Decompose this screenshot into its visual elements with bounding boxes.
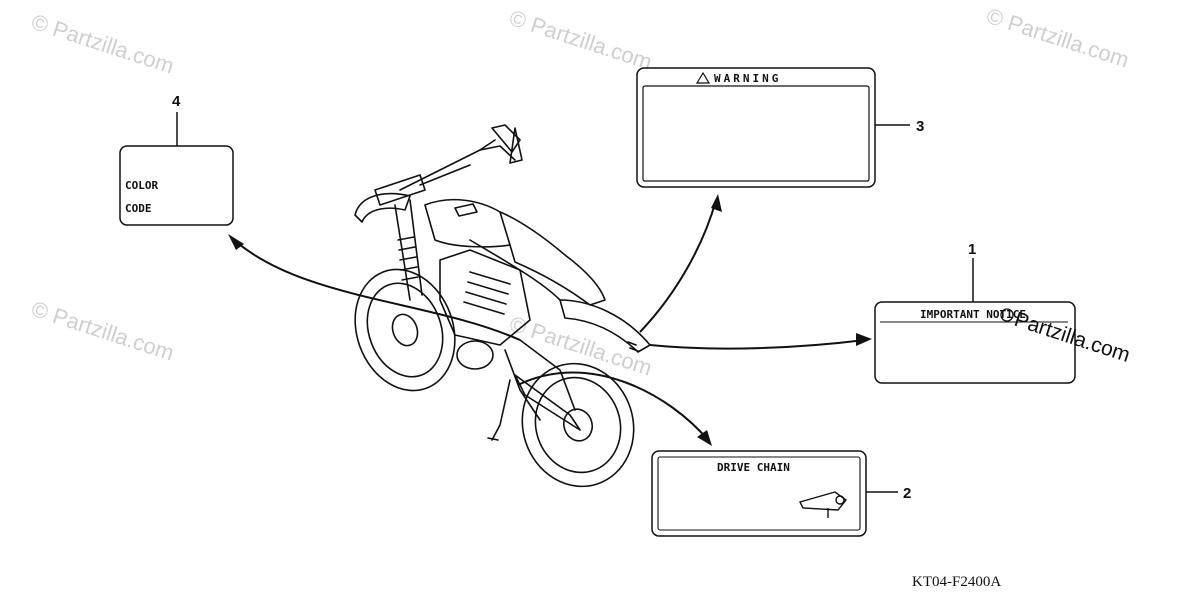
chain-label-title: DRIVE CHAIN [717,461,790,474]
motorcycle-drawing [354,124,651,488]
color-label-line2: CODE [125,202,152,215]
watermark-4: © Partzilla.com [28,296,177,366]
notice-label-title: IMPORTANT NOTICE [920,308,1026,321]
callout-number-3: 3 [916,118,924,135]
watermark-3: © Partzilla.com [983,3,1132,73]
arrow-to-warning [639,199,717,333]
watermarks: © Partzilla.com © Partzilla.com © Partzi… [28,3,1132,381]
chain-tensioner-icon [798,491,848,518]
overlay-watermark: Partzilla.com [1011,308,1132,367]
leader-arrows [231,199,866,441]
label-important-notice: IMPORTANT NOTICE 1 [874,241,1076,384]
callout-number-4: 4 [172,93,181,110]
arrow-to-drive-chain [517,371,709,441]
label-color-code: COLOR CODE 4 [119,93,234,226]
arrow-to-important-notice [649,339,866,350]
callout-number-2: 2 [903,485,911,502]
watermark-1: © Partzilla.com [28,9,177,79]
warning-label-title: WARNING [714,72,781,85]
color-label-line1: COLOR [125,179,158,192]
figure-code: KT04-F2400A [912,574,1001,590]
arrow-to-color-code [231,237,521,341]
arrow-heads [228,194,872,446]
overlay-watermark-circle-icon [1000,308,1014,322]
warning-triangle-icon [695,71,711,84]
label-drive-chain: DRIVE CHAIN 2 [651,450,911,537]
label-warning: WARNING 3 [636,67,924,188]
watermark-2: © Partzilla.com [506,5,655,75]
callout-number-1: 1 [968,241,976,258]
